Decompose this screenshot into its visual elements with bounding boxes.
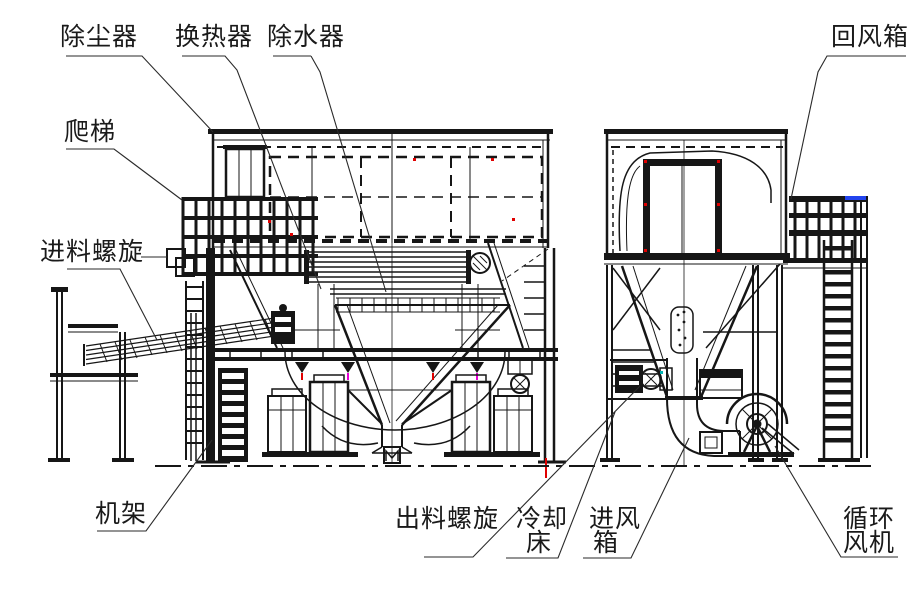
leader-dust-collector <box>66 55 214 133</box>
right-machine-frame <box>600 263 788 462</box>
label-air-inlet-box-line1: 进风 <box>589 505 641 533</box>
label-feed-screw: 进料螺旋 <box>40 238 144 266</box>
label-circulation-fan-line1: 循环 <box>843 505 895 533</box>
label-circulation-fan-line2: 风机 <box>843 529 895 557</box>
scan-artifacts <box>268 158 515 236</box>
leader-feed-screw <box>67 256 167 341</box>
feed-inlet-square <box>166 248 195 277</box>
label-frame: 机架 <box>95 500 147 528</box>
bed-nozzles <box>295 362 484 380</box>
heat-exchanger-bundle <box>304 250 506 348</box>
part-labels: 除尘器 换热器 除水器 回风箱 爬梯 进料螺旋 机架 出料螺旋 冷却 床 进风 … <box>40 23 909 557</box>
pulley-detail <box>507 359 533 394</box>
label-cooling-bed-line1: 冷却 <box>516 505 568 533</box>
label-heat-exchanger: 换热器 <box>175 23 253 51</box>
right-machine-housing <box>604 129 790 466</box>
label-ladder: 爬梯 <box>64 118 116 146</box>
tower-chimney <box>223 145 267 199</box>
center-discharge-funnel <box>321 389 471 464</box>
dust-collector-box <box>208 129 553 282</box>
leader-water-remover <box>273 55 387 293</box>
leader-discharge-screw <box>424 385 641 558</box>
leader-frame <box>97 439 213 532</box>
hopper-cone <box>284 131 511 464</box>
lower-ladder <box>185 281 204 460</box>
riser-duct <box>643 159 722 255</box>
return-air-platform <box>783 196 868 458</box>
label-cooling-bed-line2: 床 <box>526 529 552 557</box>
label-air-inlet-box-line2: 箱 <box>593 529 619 557</box>
right-column-left-machine <box>524 248 566 478</box>
right-ladder <box>818 240 860 462</box>
leader-cooling-bed <box>506 411 616 559</box>
cooling-bed-band <box>213 348 558 361</box>
label-dust-collector: 除尘器 <box>60 23 138 51</box>
leader-air-inlet-box <box>583 437 690 559</box>
label-return-air-box: 回风箱 <box>831 23 909 51</box>
label-discharge-screw: 出料螺旋 <box>395 505 499 533</box>
label-water-remover: 除水器 <box>267 23 345 51</box>
leader-heat-exchanger <box>182 55 322 290</box>
circulation-fan <box>725 392 800 457</box>
leader-lines <box>66 55 906 559</box>
leader-return-air-box <box>790 55 906 200</box>
feed-screw-stand <box>48 287 197 462</box>
leader-circulation-fan <box>774 445 898 558</box>
discharge-motors <box>262 374 540 457</box>
leader-ladder <box>66 148 183 201</box>
feed-screw-conveyor <box>83 304 295 366</box>
frame-lattice-column <box>196 248 248 464</box>
ladder-platform <box>181 197 318 276</box>
